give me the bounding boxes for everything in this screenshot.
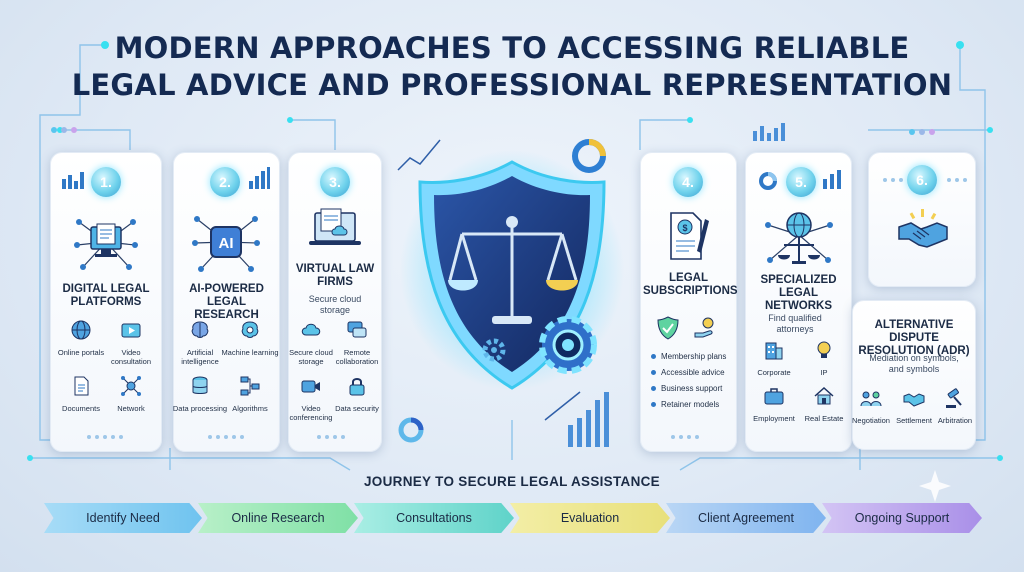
svg-text:AI: AI bbox=[219, 235, 234, 252]
document-pen-icon: $ bbox=[670, 212, 709, 260]
brain-icon bbox=[191, 321, 209, 338]
document-icon bbox=[74, 376, 89, 396]
building-icon bbox=[765, 342, 783, 360]
journey-title: JOURNEY TO SECURE LEGAL ASSISTANCE bbox=[363, 474, 660, 489]
item-corporate: Corporate bbox=[744, 339, 804, 377]
handshake-small-icon bbox=[903, 393, 925, 407]
item-secure-cloud-storage: Secure cloud storage bbox=[281, 319, 341, 366]
lightbulb-icon bbox=[817, 341, 831, 358]
item-arbitration: Arbitration bbox=[931, 387, 979, 425]
item-online-portals: Online portals bbox=[51, 319, 111, 357]
bullet-item: Accessible advice bbox=[651, 365, 735, 381]
people-talk-icon bbox=[860, 391, 882, 407]
page-title: MODERN APPROACHES TO ACCESSING RELIABLE … bbox=[0, 30, 1024, 104]
card-legal-subscriptions: 4. $ LEGAL SUBSCRIPTIONS Membership plan… bbox=[640, 152, 738, 452]
card-step-6: 6. bbox=[868, 152, 976, 287]
step-number-4: 4. bbox=[673, 167, 703, 197]
bullet-item: Membership plans bbox=[651, 349, 735, 365]
hand-coin-icon bbox=[694, 317, 714, 338]
journey-step-consultations: Consultations bbox=[354, 503, 514, 533]
card-specialized-legal-networks: 5. SPECIALIZED LEGAL NETWORKS Find quali… bbox=[745, 152, 852, 452]
item-settlement: Settlement bbox=[890, 387, 938, 425]
card-dots bbox=[87, 435, 123, 439]
item-machine-learning: Machine learning bbox=[220, 319, 280, 357]
item-remote-collaboration: Remote collaboration bbox=[327, 319, 387, 366]
item-ip: IP bbox=[794, 339, 854, 377]
lock-icon bbox=[349, 378, 365, 396]
card-subtitle: Mediation on symbols, and symbols bbox=[869, 353, 959, 374]
item-network: Network bbox=[101, 375, 161, 413]
bar-chart-icon bbox=[823, 170, 841, 189]
bullet-item: Retainer models bbox=[651, 397, 735, 413]
bullet-item: Business support bbox=[651, 381, 735, 397]
briefcase-icon bbox=[764, 388, 784, 405]
card-virtual-law-firms: 3. VIRTUAL LAW FIRMS Secure cloud storag… bbox=[288, 152, 382, 452]
flowchart-icon bbox=[240, 376, 260, 396]
card-dots bbox=[883, 178, 903, 182]
card-alternative-dispute-resolution: ALTERNATIVE DISPUTE RESOLUTION (ADR) Med… bbox=[852, 300, 976, 450]
laptop-cloud-icon bbox=[309, 208, 361, 245]
handshake-icon bbox=[898, 209, 948, 248]
shield-check-icon bbox=[657, 316, 679, 340]
item-video-consultation: Video consultation bbox=[101, 319, 161, 366]
card-dots bbox=[671, 435, 699, 439]
house-icon bbox=[814, 386, 834, 405]
journey-step-ongoing-support: Ongoing Support bbox=[822, 503, 982, 533]
network-icon bbox=[121, 376, 141, 396]
item-employment: Employment bbox=[744, 385, 804, 423]
globe-scales-network-icon bbox=[765, 212, 833, 264]
card-title: DIGITAL LEGAL PLATFORMS bbox=[62, 283, 150, 308]
item-data-security: Data security bbox=[327, 375, 387, 413]
step-number-6: 6. bbox=[907, 165, 937, 195]
item-documents: Documents bbox=[51, 375, 111, 413]
card-title: LEGAL SUBSCRIPTIONS bbox=[643, 272, 738, 297]
cloud-icon bbox=[301, 323, 321, 336]
step-number-3: 3. bbox=[320, 167, 350, 197]
card-title: ALTERNATIVE DISPUTE RESOLUTION (ADR) bbox=[858, 319, 970, 357]
globe-icon bbox=[71, 320, 91, 340]
card-subtitle: Secure cloud storage bbox=[308, 294, 362, 315]
card-ai-powered-legal-research: 2. AI AI-POWERED LEGAL RESEARCH Artifici… bbox=[173, 152, 280, 452]
item-data-processing: Data processing bbox=[170, 375, 230, 413]
journey-step-identify-need: Identify Need bbox=[44, 503, 202, 533]
step-number-5: 5. bbox=[786, 167, 816, 197]
item-real-estate: Real Estate bbox=[794, 385, 854, 423]
svg-text:$: $ bbox=[682, 223, 687, 233]
video-icon bbox=[121, 323, 141, 338]
gavel-icon bbox=[946, 388, 962, 408]
card-dots bbox=[317, 435, 345, 439]
card-title: SPECIALIZED LEGAL NETWORKS bbox=[760, 274, 837, 312]
journey-step-evaluation: Evaluation bbox=[510, 503, 670, 533]
card-dots bbox=[208, 435, 244, 439]
bar-chart-icon bbox=[249, 167, 270, 189]
brain-gear-icon bbox=[241, 321, 259, 338]
card-digital-legal-platforms: 1. DIGITAL LEGAL PLATFORMS Online portal… bbox=[50, 152, 162, 452]
item-negotiation: Negotiation bbox=[847, 387, 895, 425]
step-number-1: 1. bbox=[91, 167, 121, 197]
title-line-2: LEGAL ADVICE AND PROFESSIONAL REPRESENTA… bbox=[71, 68, 953, 102]
item-video-conferencing: Video conferencing bbox=[281, 375, 341, 422]
card-subtitle: Find qualified attorneys bbox=[768, 313, 822, 334]
bar-chart-icon bbox=[62, 172, 84, 189]
journey-step-client-agreement: Client Agreement bbox=[666, 503, 826, 533]
card-title: VIRTUAL LAW FIRMS bbox=[295, 263, 375, 288]
item-artificial-intelligence: Artificial intelligence bbox=[170, 319, 230, 366]
ai-chip-icon: AI bbox=[192, 216, 260, 272]
chat-icon bbox=[347, 321, 367, 338]
card-title: AI-POWERED LEGAL RESEARCH bbox=[189, 283, 264, 321]
computer-network-icon bbox=[74, 219, 138, 270]
journey-step-online-research: Online Research bbox=[198, 503, 358, 533]
database-icon bbox=[192, 376, 208, 394]
step-number-2: 2. bbox=[210, 167, 240, 197]
shield-scales-gear-icon bbox=[400, 150, 624, 390]
item-algorithms: Algorithms bbox=[220, 375, 280, 413]
title-line-1: MODERN APPROACHES TO ACCESSING RELIABLE bbox=[114, 31, 910, 65]
card-dots bbox=[947, 178, 967, 182]
card-bullets: Membership plans Accessible advice Busin… bbox=[651, 349, 735, 413]
video-camera-icon bbox=[301, 380, 320, 393]
pie-chart-icon bbox=[759, 172, 777, 190]
